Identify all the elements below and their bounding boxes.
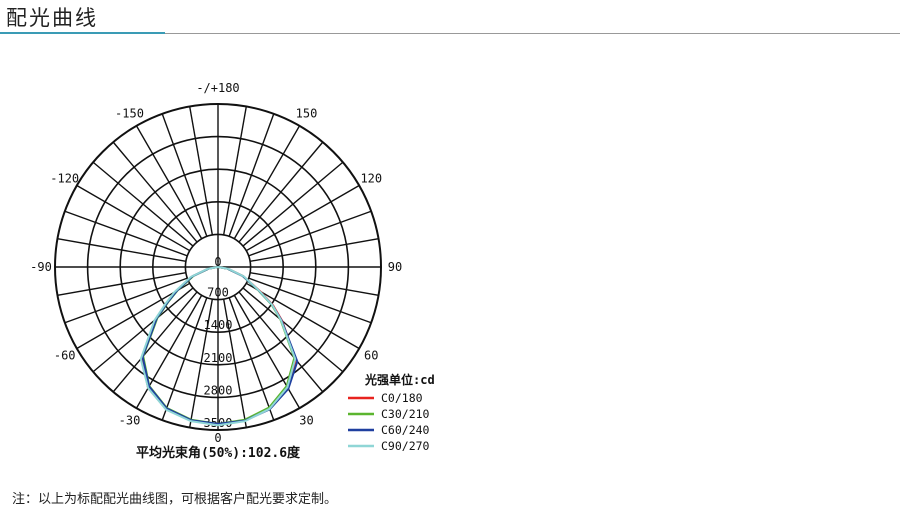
grid-spoke [228, 113, 275, 237]
legend-label: C30/210 [381, 407, 430, 421]
grid-spoke [242, 287, 344, 373]
grid-spoke [249, 271, 379, 296]
grid-spoke [222, 298, 247, 428]
grid-spoke [249, 238, 379, 263]
radial-tick-label: 2100 [204, 351, 233, 365]
angle-label: 30 [299, 413, 313, 427]
grid-spoke [76, 282, 191, 350]
grid-spoke [228, 297, 275, 421]
grid-spoke [64, 277, 188, 324]
angle-label: -60 [54, 349, 76, 363]
legend-label: C60/240 [381, 423, 430, 437]
grid-spoke [242, 161, 344, 247]
footer-note: 注：以上为标配配光曲线图，可根据客户配光要求定制。 [12, 492, 338, 507]
grid-spoke [161, 297, 208, 421]
page-title: 配光曲线 [6, 6, 98, 30]
grid-spoke [248, 210, 372, 257]
grid-spoke [189, 106, 214, 236]
radial-tick-label: 0 [214, 255, 221, 269]
grid-spoke [245, 184, 360, 252]
grid-spoke [92, 161, 194, 247]
angle-label: -30 [119, 413, 141, 427]
grid-spoke [245, 282, 360, 350]
unit-label: 光强单位:cd [364, 372, 435, 387]
grid-spoke [57, 238, 187, 263]
angle-label: -150 [115, 107, 144, 121]
grid-spoke [233, 125, 301, 240]
angle-label: -90 [30, 260, 52, 274]
series-curve-C90-270 [139, 266, 297, 427]
header-divider [0, 33, 900, 34]
grid-spoke [112, 141, 198, 243]
grid-spoke [248, 277, 372, 324]
grid-spoke [64, 210, 188, 257]
header-accent-line [0, 32, 165, 34]
radial-tick-label: 700 [207, 286, 229, 300]
grid-spoke [76, 184, 191, 252]
legend-label: C90/270 [381, 439, 430, 453]
grid-spoke [222, 106, 247, 236]
angle-label: 60 [364, 349, 378, 363]
angle-label: -120 [50, 172, 79, 186]
grid-spoke [135, 125, 203, 240]
grid-spoke [238, 291, 324, 393]
angle-label: -/+180 [196, 81, 239, 95]
radial-tick-label: 1400 [204, 318, 233, 332]
legend-label: C0/180 [381, 391, 423, 405]
grid-spoke [135, 294, 203, 409]
angle-label: 90 [388, 260, 402, 274]
grid-spoke [161, 113, 208, 237]
angle-label: 120 [360, 172, 382, 186]
polar-chart: -/+180 -150 150 -120 120 -90 90 -60 60 -30 30 0 0 700… [30, 81, 435, 461]
grid-spoke [238, 141, 324, 243]
angle-label: 150 [296, 107, 318, 121]
grid-spoke [57, 271, 187, 296]
grid-spoke [112, 291, 198, 393]
grid-spoke [189, 298, 214, 428]
angle-label: 0 [214, 431, 221, 445]
grid-spoke [92, 287, 194, 373]
beam-angle-label: 平均光束角(50%):102.6度 [136, 445, 301, 461]
radial-tick-label: 2800 [204, 383, 233, 397]
